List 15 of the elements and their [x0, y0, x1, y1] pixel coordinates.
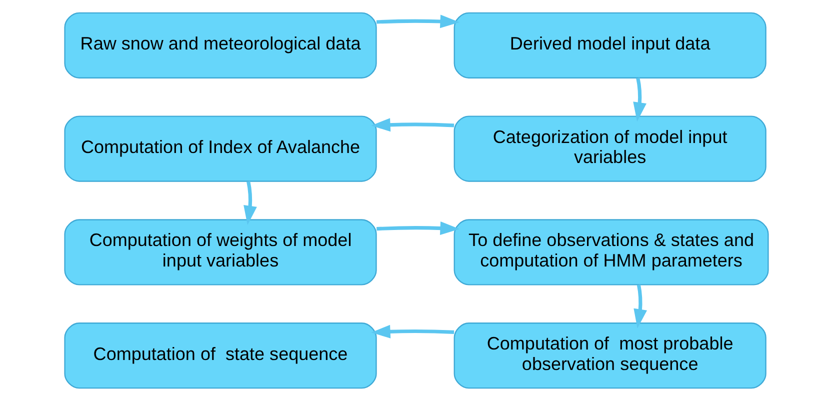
node-box: Categorization of model input variables — [453, 116, 766, 182]
arrow — [633, 284, 647, 328]
arrow — [632, 78, 646, 122]
node-box: To define observations & states and computation of HMM parameters — [453, 219, 768, 286]
arrow — [376, 14, 459, 28]
node-box: Computation of weights of model input variables — [64, 219, 376, 286]
arrow — [243, 181, 256, 226]
node-box: Raw snow and meteorological data — [64, 12, 376, 78]
node-box: Computation of Index of Avalanche — [64, 116, 376, 182]
node-box: Computation of state sequence — [64, 322, 376, 389]
node-box: Derived model input data — [453, 12, 766, 78]
arrow — [370, 324, 454, 338]
arrow — [376, 221, 460, 235]
node-box: Computation of most probable observation sequence — [453, 322, 766, 389]
arrow — [370, 118, 454, 132]
